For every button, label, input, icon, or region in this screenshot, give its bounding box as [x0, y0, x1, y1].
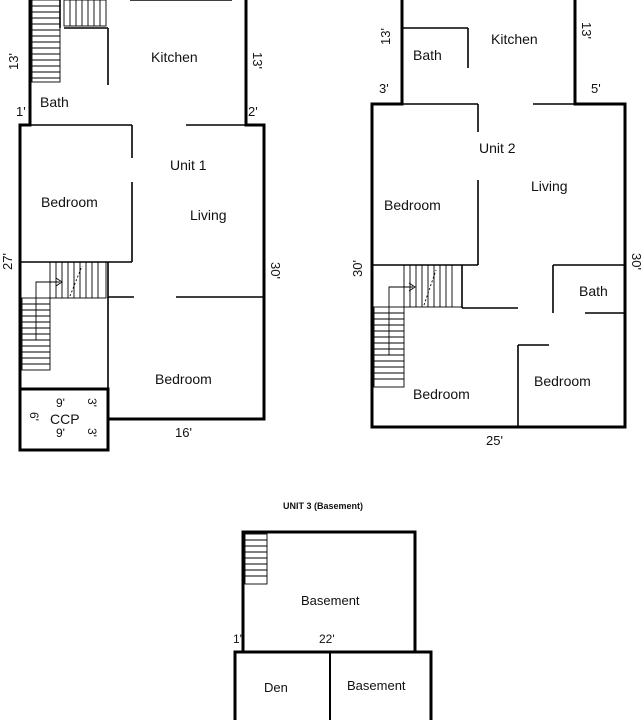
unit-1-kitchen-label: Kitchen — [151, 49, 198, 65]
unit-2-bedroom-bottom-label: Bedroom — [413, 386, 470, 402]
unit-2-dim-13-left: 13' — [378, 28, 393, 45]
unit-1-plan: Kitchen Bath Unit 1 Bedroom Living Bedro… — [0, 0, 283, 452]
ccp-dim-9-bottom: 9' — [56, 426, 65, 440]
ccp-label: CCP — [50, 411, 80, 427]
unit-1-dim-30: 30' — [268, 262, 283, 279]
unit-1-lower-stairs — [21, 261, 107, 371]
unit-3-dim-1: 1' — [233, 632, 242, 646]
unit-1-dim-16: 16' — [175, 425, 192, 440]
unit-1-upper-stairs — [31, 0, 107, 83]
unit-2-bath-right-label: Bath — [579, 283, 608, 299]
unit-1-dim-1: 1' — [16, 104, 26, 119]
unit-1-dim-13-right: 13' — [250, 52, 265, 69]
ccp-dim-9-top: 9' — [56, 396, 65, 410]
unit-1-bath-label: Bath — [40, 94, 69, 110]
unit-1-bedroom-bottom-label: Bedroom — [155, 371, 212, 387]
unit-3-basement-bottom-label: Basement — [347, 678, 406, 693]
unit-1-living-label: Living — [190, 207, 227, 223]
unit-2-bedroom-right-label: Bedroom — [534, 373, 591, 389]
unit-3-title: UNIT 3 (Basement) — [283, 501, 363, 511]
unit-2-dim-5: 5' — [591, 81, 601, 96]
unit-1-title: Unit 1 — [170, 157, 207, 173]
unit-2-kitchen-label: Kitchen — [491, 31, 538, 47]
unit-1-dim-2: 2' — [248, 104, 258, 119]
unit-3-basement-top-label: Basement — [301, 593, 360, 608]
unit-1-dim-27: 27' — [0, 253, 15, 270]
unit-2-main-outline — [370, 102, 627, 429]
unit-2-dim-3: 3' — [379, 81, 389, 96]
unit-3-upper-outline — [241, 530, 417, 654]
unit-2-bedroom-left-label: Bedroom — [384, 197, 441, 213]
unit-2-dim-25: 25' — [486, 433, 503, 448]
unit-1-main-outline — [18, 123, 266, 452]
unit-3-den-label: Den — [264, 680, 288, 695]
ccp-dim-3-bottom: 3' — [85, 428, 99, 437]
unit-1-dim-13-left: 13' — [6, 53, 21, 70]
unit-2-dim-30-right: 30' — [629, 253, 643, 270]
unit-3-stairs — [244, 533, 268, 585]
unit-2-dim-13-right: 13' — [579, 22, 594, 39]
unit-2-dim-30-left: 30' — [350, 260, 365, 277]
unit-3-dim-22: 22' — [319, 632, 335, 646]
unit-2-bath-top-label: Bath — [413, 47, 442, 63]
unit-3-plan: UNIT 3 (Basement) Basement Den Basement … — [233, 501, 433, 720]
ccp-dim-6: 6' — [27, 412, 41, 421]
unit-1-bedroom-left-label: Bedroom — [41, 194, 98, 210]
unit-2-stairs — [373, 264, 463, 388]
unit-2-plan: Bath Kitchen Unit 2 Living Bedroom Bath … — [350, 0, 643, 448]
unit-3-lower-outline — [233, 650, 433, 720]
unit-2-living-label: Living — [531, 178, 568, 194]
unit-2-title: Unit 2 — [479, 140, 516, 156]
ccp-dim-3-top: 3' — [85, 398, 99, 407]
